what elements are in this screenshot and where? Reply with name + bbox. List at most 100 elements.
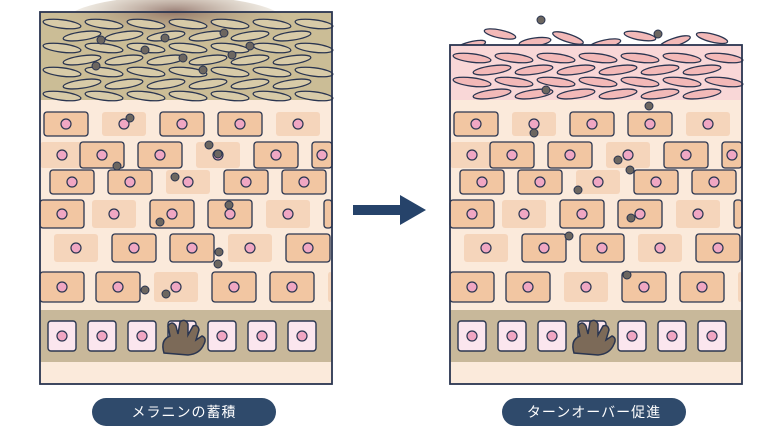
horny-flake bbox=[272, 54, 312, 66]
cell-nucleus bbox=[506, 330, 518, 342]
skin-cell-icon bbox=[733, 199, 743, 229]
horny-flake bbox=[662, 52, 702, 64]
cell-nucleus bbox=[712, 242, 724, 254]
horny-flake bbox=[62, 30, 102, 42]
cell-nucleus bbox=[666, 330, 678, 342]
horny-flakes bbox=[452, 52, 744, 100]
melanin-granules bbox=[529, 15, 663, 280]
melanocyte-icon bbox=[572, 319, 616, 356]
cell-nucleus bbox=[466, 330, 478, 342]
melanin-granule-icon bbox=[140, 285, 150, 295]
cell-nucleus bbox=[680, 149, 692, 161]
horny-flake bbox=[168, 66, 208, 78]
melanin-granule-icon bbox=[91, 61, 101, 71]
cell-nucleus bbox=[118, 118, 130, 130]
cell-nucleus bbox=[528, 118, 540, 130]
cell-nucleus bbox=[522, 281, 534, 293]
cell-nucleus bbox=[124, 176, 136, 188]
cell-nucleus bbox=[480, 242, 492, 254]
melanin-granule-icon bbox=[160, 33, 170, 43]
cell-nucleus bbox=[182, 176, 194, 188]
cell-nucleus bbox=[170, 281, 182, 293]
horny-flake bbox=[472, 88, 512, 100]
melanin-granule-icon bbox=[213, 149, 223, 159]
cell-nucleus bbox=[586, 118, 598, 130]
horny-flake bbox=[452, 52, 492, 64]
right-arrow-icon bbox=[353, 195, 426, 225]
horny-flake bbox=[640, 88, 680, 100]
horny-flake bbox=[578, 52, 618, 64]
horny-flake bbox=[210, 18, 250, 30]
cell-nucleus bbox=[518, 208, 530, 220]
cell-nucleus bbox=[292, 118, 304, 130]
horny-flake bbox=[62, 54, 102, 66]
horny-flake bbox=[42, 18, 82, 30]
melanin-granule-icon bbox=[644, 101, 654, 111]
shed-flake bbox=[483, 28, 517, 40]
melanocyte-icon bbox=[162, 319, 206, 356]
melanin-granule-icon bbox=[622, 270, 632, 280]
skin-cell-icon bbox=[328, 272, 332, 302]
skin-panel-turnover bbox=[449, 15, 744, 385]
cell-nucleus bbox=[296, 330, 308, 342]
horny-flake bbox=[598, 64, 638, 76]
cell-nucleus bbox=[538, 242, 550, 254]
cell-nucleus bbox=[286, 281, 298, 293]
horny-flake bbox=[620, 52, 660, 64]
horny-flake bbox=[146, 78, 186, 90]
cell-nucleus bbox=[154, 149, 166, 161]
horny-flake bbox=[598, 88, 638, 100]
cell-nucleus bbox=[96, 330, 108, 342]
horny-flake bbox=[536, 76, 576, 88]
melanin-granule-icon bbox=[112, 161, 122, 171]
horny-flake bbox=[104, 54, 144, 66]
melanin-granule-icon bbox=[541, 85, 551, 95]
cell-nucleus bbox=[176, 118, 188, 130]
horny-flake bbox=[104, 78, 144, 90]
melanin-granule-icon bbox=[625, 165, 635, 175]
horny-flake bbox=[84, 18, 124, 30]
cell-nucleus bbox=[240, 176, 252, 188]
horny-flake bbox=[126, 66, 166, 78]
melanin-granule-icon bbox=[613, 155, 623, 165]
horny-flake bbox=[188, 78, 228, 90]
panel-outline bbox=[449, 44, 743, 385]
cell-nucleus bbox=[96, 149, 108, 161]
cell-nucleus bbox=[706, 330, 718, 342]
cell-nucleus bbox=[56, 281, 68, 293]
horny-flake bbox=[272, 78, 312, 90]
panel-outline bbox=[39, 11, 333, 385]
horny-flake bbox=[272, 30, 312, 42]
horny-flake bbox=[682, 88, 722, 100]
cell-nucleus bbox=[476, 176, 488, 188]
cell-nucleus bbox=[282, 208, 294, 220]
cell-nucleus bbox=[66, 176, 78, 188]
horny-flake bbox=[126, 90, 166, 102]
horny-flake bbox=[168, 42, 208, 54]
horny-flake bbox=[252, 66, 292, 78]
horny-flake bbox=[126, 18, 166, 30]
cell-nucleus bbox=[506, 149, 518, 161]
cell-nucleus bbox=[316, 149, 328, 161]
horny-flake bbox=[230, 78, 270, 90]
horny-flake bbox=[210, 90, 250, 102]
melanin-granule-icon bbox=[564, 231, 574, 241]
cell-nucleus bbox=[654, 242, 666, 254]
cell-nucleus bbox=[622, 149, 634, 161]
caption-melanin-accumulation: メラニンの蓄積 bbox=[92, 398, 276, 426]
horny-flake bbox=[188, 54, 228, 66]
shed-flake bbox=[552, 31, 584, 45]
skin-cell-icon bbox=[323, 199, 333, 229]
cell-nucleus bbox=[302, 242, 314, 254]
melanin-granule-icon bbox=[161, 289, 171, 299]
horny-flake bbox=[42, 42, 82, 54]
horny-flake bbox=[42, 90, 82, 102]
horny-flake bbox=[514, 64, 554, 76]
horny-flake bbox=[556, 64, 596, 76]
horny-flake bbox=[230, 30, 270, 42]
cell-nucleus bbox=[298, 176, 310, 188]
horny-flake bbox=[230, 54, 270, 66]
cell-nucleus bbox=[60, 118, 72, 130]
melanin-granule-icon bbox=[125, 113, 135, 123]
horny-flake bbox=[640, 64, 680, 76]
